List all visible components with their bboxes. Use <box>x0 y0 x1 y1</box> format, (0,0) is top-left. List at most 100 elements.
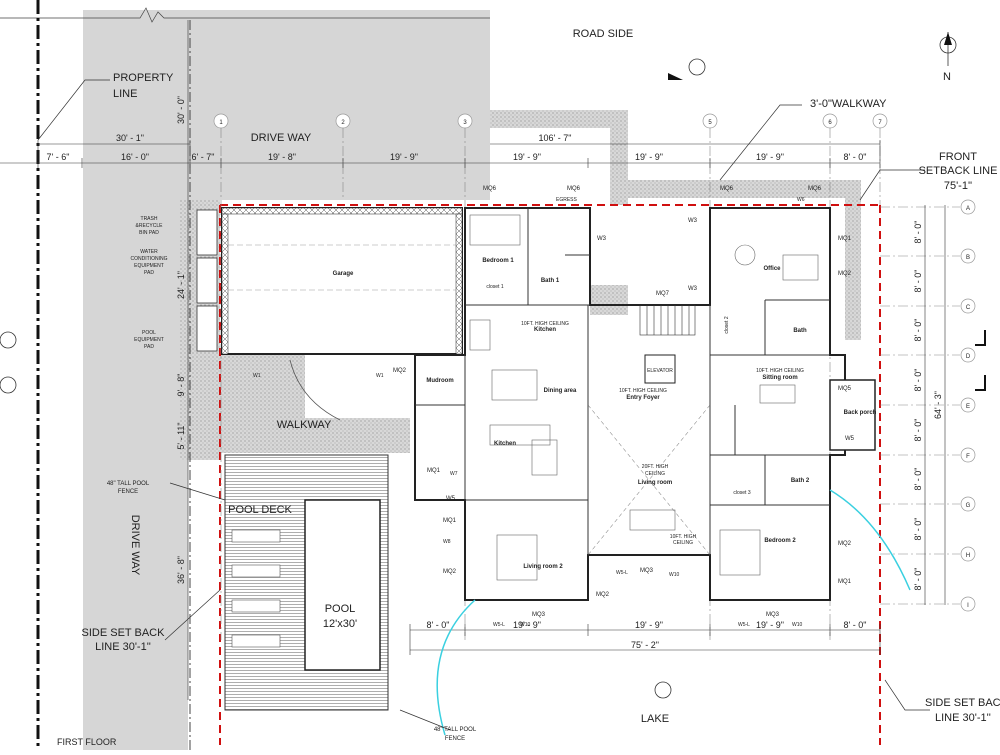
dim-30-0: 30' - 0" <box>176 96 186 124</box>
service-pads: TRASH &RECYCLE BIN PAD WATER CONDITIONIN… <box>131 209 218 352</box>
site-labels: ROAD SIDE LAKE PROPERTY LINE DRIVE WAY D… <box>57 28 1000 747</box>
svg-text:MQ6: MQ6 <box>808 186 822 192</box>
svg-text:PAD: PAD <box>144 270 154 276</box>
living-room-label: Living room <box>638 480 672 486</box>
svg-text:MQ1: MQ1 <box>443 518 457 524</box>
svg-text:W5: W5 <box>446 496 456 502</box>
dim-5-11: 5' - 11" <box>176 422 186 449</box>
svg-text:8' - 0": 8' - 0" <box>913 419 923 442</box>
grid-col-7: 7 <box>878 120 882 126</box>
pool-deck-label: POOL DECK <box>228 504 292 516</box>
furniture <box>469 214 819 581</box>
leader-lines <box>37 79 930 731</box>
elevator-label: ELEVATOR <box>647 368 673 374</box>
svg-text:TRASH: TRASH <box>141 216 158 222</box>
bath-label: Bath <box>793 328 807 334</box>
grid-col-6: 6 <box>828 120 832 126</box>
dim-24-1: 24' - 1" <box>176 271 186 299</box>
svg-text:MQ3: MQ3 <box>640 568 654 574</box>
dim-7-6: 7' - 6" <box>47 152 70 162</box>
svg-text:MQ2: MQ2 <box>838 271 852 277</box>
svg-text:W3: W3 <box>597 236 607 242</box>
svg-text:W3: W3 <box>688 218 698 224</box>
elevator: ELEVATOR <box>644 354 676 384</box>
grid-rows <box>880 206 960 605</box>
dim-75-2: 75' - 2" <box>631 640 659 650</box>
svg-text:MQ2: MQ2 <box>443 569 457 575</box>
bottom-dimensions <box>409 624 881 655</box>
dim-8-0: 8' - 0" <box>844 152 867 162</box>
dim-19-9-b: 19' - 9" <box>513 152 541 162</box>
svg-text:MQ2: MQ2 <box>596 592 610 598</box>
svg-text:19' - 9": 19' - 9" <box>513 620 541 630</box>
svg-text:8' - 0": 8' - 0" <box>913 221 923 244</box>
grid-bubbles-rows <box>960 199 976 612</box>
svg-text:WATER: WATER <box>140 249 158 255</box>
bath2-label: Bath 2 <box>791 478 810 484</box>
grid-col-3: 3 <box>463 120 467 126</box>
svg-text:8' - 0": 8' - 0" <box>427 620 450 630</box>
svg-text:MQ1: MQ1 <box>427 468 441 474</box>
svg-text:8' - 0": 8' - 0" <box>913 468 923 491</box>
svg-text:W10: W10 <box>520 622 531 628</box>
svg-text:MQ7: MQ7 <box>656 291 670 297</box>
grid-row-labels: A B C D E F G H I <box>966 206 971 609</box>
svg-text:&RECYCLE: &RECYCLE <box>136 223 164 229</box>
dim-30-1: 30' - 1" <box>116 133 144 143</box>
dim-106-7: 106' - 7" <box>539 133 572 143</box>
dim-9-8: 9' - 8" <box>176 374 186 397</box>
section-marker-arrows <box>668 73 986 391</box>
bath1-label: Bath 1 <box>541 278 560 284</box>
grid-row-h: H <box>966 553 970 559</box>
svg-text:W5-L: W5-L <box>493 622 505 628</box>
living-room2-label: Living room 2 <box>523 564 563 570</box>
dim-64-3: 64' - 3" <box>933 391 943 419</box>
bedroom1-label: Bedroom 1 <box>482 258 514 264</box>
dim-19-9-d: 19' - 9" <box>756 152 784 162</box>
bottom-dimension-labels: 8' - 0" 19' - 9" 19' - 9" 19' - 9" 8' - … <box>427 620 867 650</box>
svg-text:19' - 9": 19' - 9" <box>756 620 784 630</box>
right-dimension-labels: 8' - 0" 8' - 0" 8' - 0" 8' - 0" 8' - 0" … <box>913 221 943 591</box>
pool-label: POOL <box>325 603 356 615</box>
svg-text:EQUIPMENT: EQUIPMENT <box>134 263 164 269</box>
office-label: Office <box>763 266 781 272</box>
side-setback-right-2: LINE 30'-1'' <box>935 712 991 724</box>
sight-arcs <box>436 489 911 736</box>
side-setback-left-1: SIDE SET BACK <box>82 627 166 639</box>
svg-text:10FT. HIGH CEILING: 10FT. HIGH CEILING <box>756 368 804 374</box>
svg-text:W5-L: W5-L <box>738 622 750 628</box>
grid-row-f: F <box>966 454 970 460</box>
grid-row-d: D <box>966 354 971 360</box>
grid-row-e: E <box>966 404 970 410</box>
svg-text:W5-L: W5-L <box>616 570 628 576</box>
svg-text:8' - 0": 8' - 0" <box>913 319 923 342</box>
walkway-callout: 3'-0"WALKWAY <box>810 98 887 110</box>
closet2-label: closet 2 <box>724 316 730 333</box>
svg-text:CONDITIONING: CONDITIONING <box>131 256 168 262</box>
svg-text:W5: W5 <box>845 436 855 442</box>
grid-row-b: B <box>966 255 970 261</box>
svg-text:MQ2: MQ2 <box>393 368 407 374</box>
grid-row-a: A <box>966 206 970 212</box>
pool-fence-left-1: 48" TALL POOL <box>107 481 150 487</box>
road-side-label: ROAD SIDE <box>573 28 634 40</box>
mudroom-label: Mudroom <box>426 378 453 384</box>
main-house <box>414 207 846 601</box>
grid-row-g: G <box>966 503 971 509</box>
svg-text:MQ3: MQ3 <box>532 612 546 618</box>
pool-fence-bottom-1: 48" TALL POOL <box>434 727 477 733</box>
grid-bubbles-columns <box>213 113 888 129</box>
svg-text:MQ6: MQ6 <box>567 186 581 192</box>
driveway-area <box>83 10 490 750</box>
front-setback-1: FRONT <box>939 151 977 163</box>
svg-text:MQ1: MQ1 <box>838 579 852 585</box>
dim-19-9-a: 19' - 9" <box>390 152 418 162</box>
back-porch-label: Back porch <box>844 410 877 416</box>
grid-column-labels: 1 2 3 5 6 7 <box>219 120 882 126</box>
pool-deck: POOL DECK POOL 12'x30' <box>224 454 389 711</box>
svg-text:EQUIPMENT: EQUIPMENT <box>134 337 164 343</box>
kitchen-label: Kitchen <box>494 441 516 447</box>
open-to-above <box>587 404 711 556</box>
break-line <box>0 7 490 23</box>
grid-row-i: I <box>967 603 969 609</box>
